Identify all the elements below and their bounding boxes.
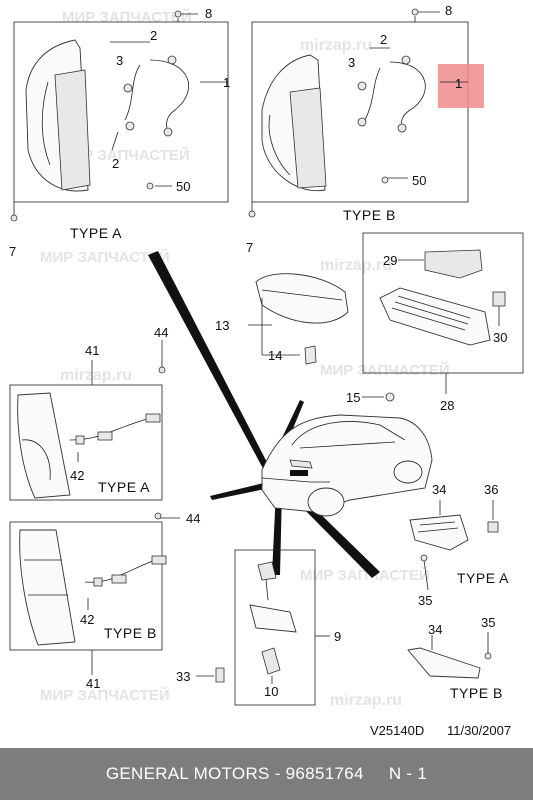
callout-36: 36 [484, 482, 498, 497]
callout-7: 7 [9, 244, 16, 259]
callout-13: 13 [215, 318, 229, 333]
callout-8: 8 [205, 6, 212, 21]
footer-caption-bar: GENERAL MOTORS - 96851764 N - 1 [0, 748, 533, 800]
callout-35: 35 [481, 615, 495, 630]
callout-7: 7 [246, 240, 253, 255]
callout-34: 34 [432, 482, 446, 497]
tail-lamp-type-a-group: 8 2 3 1 2 50 7 TYPE A [9, 6, 230, 259]
callout-42: 42 [80, 612, 94, 627]
tail-lamp-type-b-frame [251, 21, 469, 203]
part-13-lamp [255, 273, 349, 324]
callout-29: 29 [383, 253, 397, 268]
highlight-marker [438, 64, 484, 108]
callout-2: 2 [150, 28, 157, 43]
watermark-brand: МИР ЗАПЧАСТЕЙ [300, 566, 430, 584]
callout-50: 50 [176, 179, 190, 194]
callout-35: 35 [418, 593, 432, 608]
rear-lamp-housing-a [17, 392, 71, 499]
document-code: V25140D [370, 723, 424, 738]
type-a-label: TYPE A [98, 479, 150, 495]
part-10-lens [261, 647, 281, 675]
watermark-brand: МИР ЗАПЧАСТЕЙ [40, 686, 170, 704]
part-34-lamp-b [407, 647, 481, 679]
callout-44: 44 [154, 325, 168, 340]
part-9-socket [257, 561, 277, 581]
watermark-domain: mirzap.ru [330, 692, 402, 709]
part-29-block [424, 249, 483, 279]
callout-1: 1 [455, 76, 462, 91]
type-a-label: TYPE A [457, 570, 509, 586]
rear-lamp-housing-b [19, 529, 76, 646]
part-41-type-a-frame [9, 384, 163, 501]
tail-lamp-body-b [289, 87, 327, 189]
callout-30: 30 [493, 330, 507, 345]
watermark-brand: МИР ЗАПЧАСТЕЙ [40, 248, 170, 266]
callout-2: 2 [380, 32, 387, 47]
part-34-lamp-a [409, 514, 469, 551]
watermark-layer: МИР ЗАПЧАСТЕЙ mirzap.ru МИР ЗАПЧАСТЕЙ МИ… [40, 8, 450, 709]
type-a-label: TYPE A [70, 225, 122, 241]
callout-41: 41 [85, 343, 99, 358]
callout-44: 44 [186, 511, 200, 526]
watermark-brand: МИР ЗАПЧАСТЕЙ [320, 361, 450, 379]
watermark-brand: МИР ЗАПЧАСТЕЙ [60, 146, 190, 164]
tail-lamp-body-a [54, 69, 91, 191]
callout-42: 42 [70, 468, 84, 483]
exploded-parts-diagram: МИР ЗАПЧАСТЕЙ mirzap.ru МИР ЗАПЧАСТЕЙ МИ… [9, 3, 524, 738]
part-9-lamp [249, 604, 297, 633]
license-lamp-type-b-group: 34 35 TYPE B [407, 615, 503, 701]
part-41-type-b-frame [9, 521, 163, 651]
watermark-domain: mirzap.ru [320, 257, 392, 274]
callout-34: 34 [428, 622, 442, 637]
callout-28: 28 [440, 398, 454, 413]
part-28-lamp [379, 287, 491, 346]
callout-15: 15 [346, 390, 360, 405]
car-body [261, 414, 433, 513]
callout-14: 14 [268, 348, 282, 363]
tail-lamp-type-b-group: 8 2 3 1 50 7 TYPE B [246, 3, 484, 255]
callout-10: 10 [264, 684, 278, 699]
part-30-clip [492, 291, 506, 307]
rear-lamp-type-a-group: 41 44 42 TYPE A [9, 325, 168, 501]
type-b-label: TYPE B [343, 207, 396, 223]
callout-8: 8 [445, 3, 452, 18]
part-14-bulb [304, 345, 317, 365]
document-date: 11/30/2007 [447, 723, 511, 738]
high-mount-lamp-box: 29 30 28 [362, 232, 524, 413]
rear-lamp-type-b-group: 44 42 TYPE B 41 [9, 511, 200, 691]
callout-9: 9 [334, 629, 341, 644]
watermark-domain: mirzap.ru [300, 37, 372, 54]
footer-caption: GENERAL MOTORS - 96851764 N - 1 [105, 764, 428, 783]
type-b-label: TYPE B [450, 685, 503, 701]
type-b-label: TYPE B [104, 625, 157, 641]
license-lamp-type-a-group: 34 36 TYPE A 35 [409, 482, 509, 608]
tail-lamp-type-a-frame [13, 21, 229, 203]
part-9-frame [234, 549, 316, 706]
callout-1: 1 [223, 75, 230, 90]
callout-33: 33 [176, 669, 190, 684]
callout-3: 3 [116, 53, 123, 68]
watermark-brand: МИР ЗАПЧАСТЕЙ [62, 8, 192, 26]
part-36-clip [487, 521, 499, 533]
car-illustration [148, 251, 433, 578]
part-28-frame [362, 232, 524, 374]
watermark-domain: mirzap.ru [60, 367, 132, 384]
callout-3: 3 [348, 55, 355, 70]
callout-50: 50 [412, 173, 426, 188]
callout-2: 2 [112, 156, 119, 171]
license-lamp-assembly-group: 9 33 10 [176, 549, 341, 706]
callout-41: 41 [86, 676, 100, 691]
center-high-mount-lamp: 13 14 15 [215, 273, 395, 405]
